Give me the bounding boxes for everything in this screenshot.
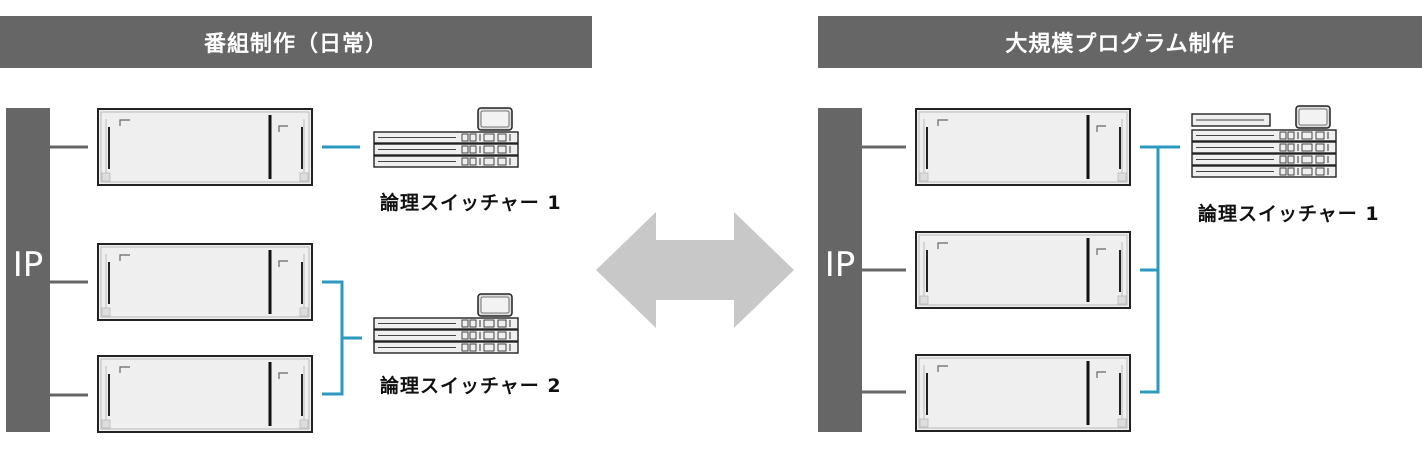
right-ip-label: IP: [824, 245, 856, 285]
right-frame-3: [914, 353, 1132, 433]
left-switcher-label-2: 論理スイッチャー 2: [380, 375, 562, 397]
right-switcher-label-1: 論理スイッチャー 1: [1198, 203, 1380, 225]
left-frame-2: [96, 242, 314, 322]
right-ip-network-bar: IP: [818, 108, 862, 432]
left-switcher-panel-2: [373, 293, 519, 354]
left-ip-network-bar: IP: [6, 108, 50, 432]
left-switcher-panel-1: [373, 107, 519, 168]
right-switcher-panel: [1191, 105, 1337, 178]
right-frame-1: [914, 107, 1132, 187]
left-frame-3: [96, 354, 314, 434]
left-connectors: [50, 145, 362, 397]
right-panel-title: 大規模プログラム制作: [818, 16, 1422, 68]
left-frame-1: [96, 107, 314, 187]
left-panel-title: 番組制作（日常）: [0, 16, 592, 68]
left-switcher-label-1: 論理スイッチャー 1: [380, 192, 562, 214]
right-frame-2: [914, 230, 1132, 310]
right-connectors: [862, 145, 1180, 394]
double-arrow-icon: [596, 212, 794, 328]
left-ip-label: IP: [12, 245, 44, 285]
